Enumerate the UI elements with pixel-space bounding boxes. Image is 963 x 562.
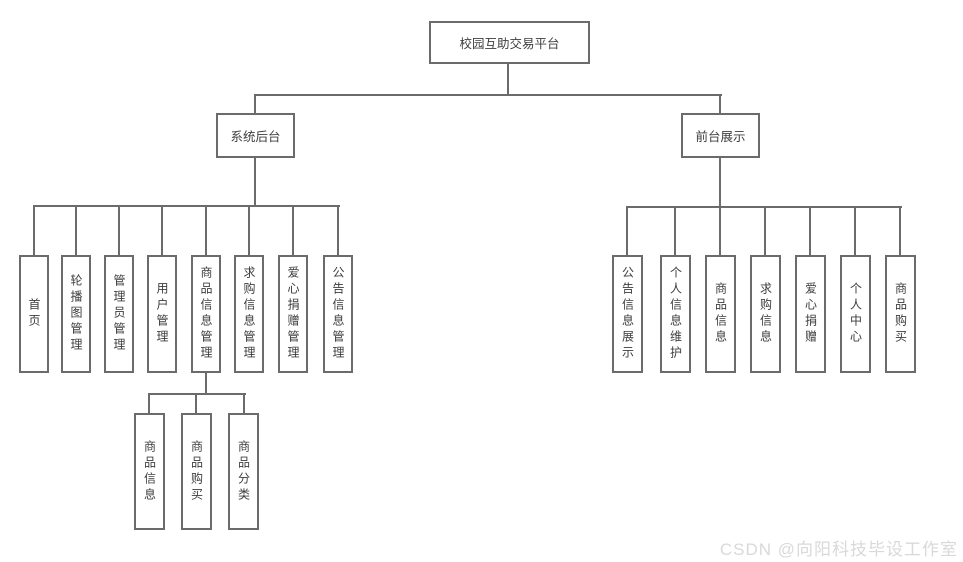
connector-product-vertical: [205, 373, 207, 395]
connector-stub-admin: [118, 205, 120, 255]
connector-frontend-vertical: [719, 158, 721, 208]
node-donation-management: 爱心捐赠管理: [278, 255, 308, 373]
connector-stub-announcement-display: [626, 206, 628, 255]
connector-stub-product-category: [243, 393, 245, 413]
node-product-info: 商品信息: [134, 413, 165, 530]
connector-stub-product-purchase: [195, 393, 197, 413]
csdn-watermark: CSDN @向阳科技毕设工作室: [719, 540, 958, 559]
node-system-backend: 系统后台: [216, 113, 295, 158]
node-donation: 爱心捐赠: [795, 255, 826, 373]
node-frontend-display: 前台展示: [681, 113, 760, 158]
connector-product-horizontal: [148, 393, 246, 395]
connector-stub-carousel: [75, 205, 77, 255]
connector-stub-donation: [809, 206, 811, 255]
node-product-category: 商品分类: [228, 413, 259, 530]
connector-stub-donation-mgmt: [292, 205, 294, 255]
node-announcement-management: 公告信息管理: [323, 255, 353, 373]
node-user-management: 用户管理: [147, 255, 177, 373]
connector-stub-home: [33, 205, 35, 255]
node-admin-management: 管理员管理: [104, 255, 134, 373]
connector-root-vertical: [507, 64, 509, 96]
connector-stub-user: [161, 205, 163, 255]
connector-stub-product-mgmt: [205, 205, 207, 255]
connector-stub-profile-maintenance: [674, 206, 676, 255]
node-product-info-management: 商品信息管理: [191, 255, 221, 373]
node-personal-center: 个人中心: [840, 255, 871, 373]
node-product-purchase: 商品购买: [181, 413, 212, 530]
connector-stub-purchase-request-mgmt: [248, 205, 250, 255]
node-home: 首页: [19, 255, 49, 373]
connector-top-horizontal: [254, 94, 722, 96]
connector-stub-product-purchase-front: [899, 206, 901, 255]
node-root: 校园互助交易平台: [429, 21, 590, 64]
node-profile-maintenance: 个人信息维护: [660, 255, 691, 373]
connector-backend-stub: [254, 94, 256, 115]
connector-stub-announcement-mgmt: [337, 205, 339, 255]
node-carousel-management: 轮播图管理: [61, 255, 91, 373]
connector-stub-personal-center: [854, 206, 856, 255]
connector-stub-purchase-request-info: [764, 206, 766, 255]
node-purchase-request-info: 求购信息: [750, 255, 781, 373]
connector-stub-product-info-front: [719, 206, 721, 255]
node-announcement-display: 公告信息展示: [612, 255, 643, 373]
connector-backend-vertical: [254, 158, 256, 207]
connector-stub-product-info: [148, 393, 150, 413]
connector-backend-horizontal: [33, 205, 340, 207]
node-purchase-request-management: 求购信息管理: [234, 255, 264, 373]
connector-frontend-stub: [719, 94, 721, 115]
node-product-info-front: 商品信息: [705, 255, 736, 373]
node-product-purchase-front: 商品购买: [885, 255, 916, 373]
